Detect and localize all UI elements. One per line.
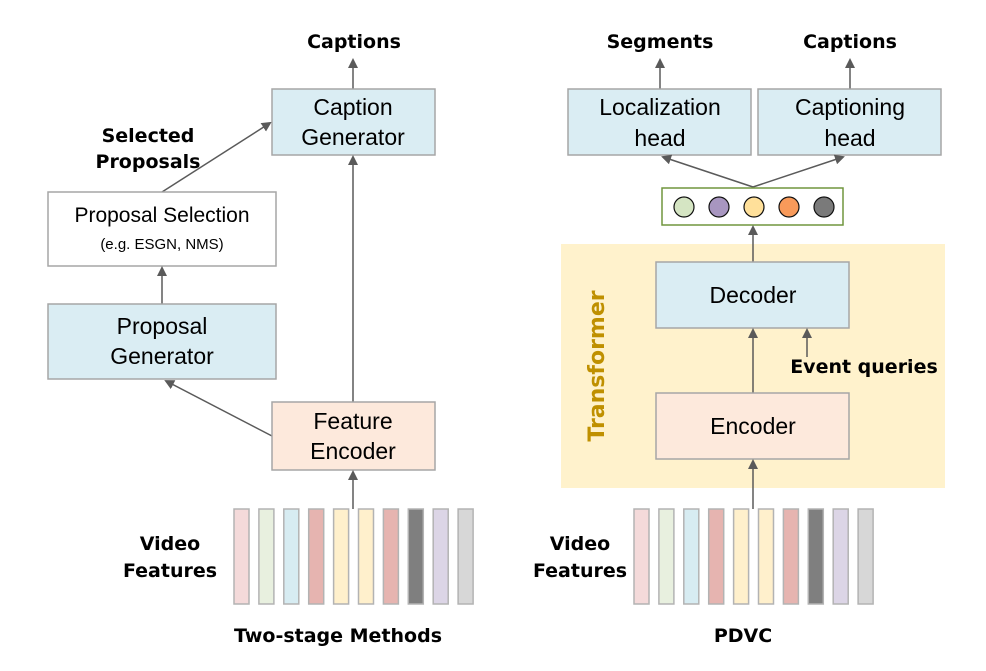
feature-bar — [633, 508, 650, 605]
feature-bar — [258, 508, 275, 605]
proposal-selection-sublabel: (e.g. ESGN, NMS) — [100, 236, 223, 253]
localization-head-label-line2: head — [634, 125, 685, 151]
arrow-queries-to-localization-head — [661, 154, 754, 188]
proposal-generator-label-line1: Proposal — [117, 313, 208, 339]
feature-bar — [707, 508, 725, 605]
caption-generator-label-line2: Generator — [301, 124, 405, 150]
pdvc-panel: Segments Captions Localization head Capt… — [533, 31, 945, 647]
feature-bar — [658, 508, 675, 605]
feature-bar — [307, 508, 325, 605]
feature-bar — [233, 508, 250, 605]
caption-generator-box: Caption Generator — [271, 88, 436, 156]
feature-bar — [832, 508, 849, 605]
feature-bar — [357, 508, 375, 605]
selected-proposals-label-line2: Proposals — [96, 151, 201, 173]
event-query-circle — [708, 196, 730, 218]
captioning-head-box: Captioning head — [757, 88, 942, 156]
arrow-encoder-to-proposal-generator — [164, 380, 273, 437]
proposal-generator-label-line2: Generator — [110, 343, 214, 369]
two-stage-methods-title: Two-stage Methods — [234, 625, 442, 647]
pdvc-title: PDVC — [714, 625, 772, 647]
feature-bar — [782, 508, 800, 605]
video-features-label-line2: Features — [123, 560, 217, 582]
encoder-box: Encoder — [655, 392, 850, 460]
query-circles — [673, 196, 835, 218]
feature-bar — [732, 508, 750, 605]
feature-bar — [332, 508, 350, 605]
two-stage-methods-panel: Captions Caption Generator Selected Prop… — [47, 31, 474, 647]
captioning-head-label-line1: Captioning — [795, 94, 905, 120]
event-queries-label: Event queries — [790, 356, 938, 378]
proposal-generator-box: Proposal Generator — [47, 303, 277, 380]
feature-bar — [382, 508, 400, 605]
video-features-label-line1: Video — [140, 533, 200, 555]
arrow-queries-to-captioning-head — [752, 154, 845, 188]
transformer-label: Transformer — [585, 290, 610, 441]
proposal-selection-label: Proposal Selection — [74, 204, 249, 227]
captioning-head-label-line2: head — [824, 125, 875, 151]
feature-bar — [683, 508, 700, 605]
event-query-circle — [778, 196, 800, 218]
feature-bar — [457, 508, 474, 605]
feature-bar — [757, 508, 775, 605]
caption-generator-label-line1: Caption — [313, 94, 392, 120]
event-query-circle — [673, 196, 695, 218]
video-feature-bars-pdvc — [633, 508, 874, 605]
arrow-selection-to-caption-generator — [161, 121, 272, 193]
feature-encoder-box: Feature Encoder — [271, 401, 436, 471]
event-query-outputs — [661, 187, 844, 226]
feature-bar — [283, 508, 300, 605]
event-query-circle — [813, 196, 835, 218]
feature-bar — [432, 508, 449, 605]
captions-output-label-pdvc: Captions — [803, 31, 897, 53]
proposal-selection-box: Proposal Selection (e.g. ESGN, NMS) — [47, 191, 277, 267]
segments-output-label: Segments — [607, 31, 714, 53]
localization-head-box: Localization head — [567, 88, 752, 156]
feature-encoder-label-line2: Encoder — [310, 438, 396, 464]
decoder-box: Decoder — [655, 261, 850, 329]
video-feature-bars — [233, 508, 474, 605]
feature-bar — [857, 508, 874, 605]
localization-head-label-line1: Localization — [599, 94, 720, 120]
video-features-label-pdvc-line1: Video — [550, 533, 610, 555]
feature-bar — [407, 508, 425, 605]
feature-encoder-label-line1: Feature — [313, 408, 392, 434]
encoder-label: Encoder — [710, 413, 796, 439]
video-features-label-pdvc-line2: Features — [533, 560, 627, 582]
selected-proposals-label-line1: Selected — [102, 125, 195, 147]
decoder-label: Decoder — [710, 282, 797, 308]
event-query-circle — [743, 196, 765, 218]
feature-bar — [807, 508, 825, 605]
captions-output-label: Captions — [307, 31, 401, 53]
